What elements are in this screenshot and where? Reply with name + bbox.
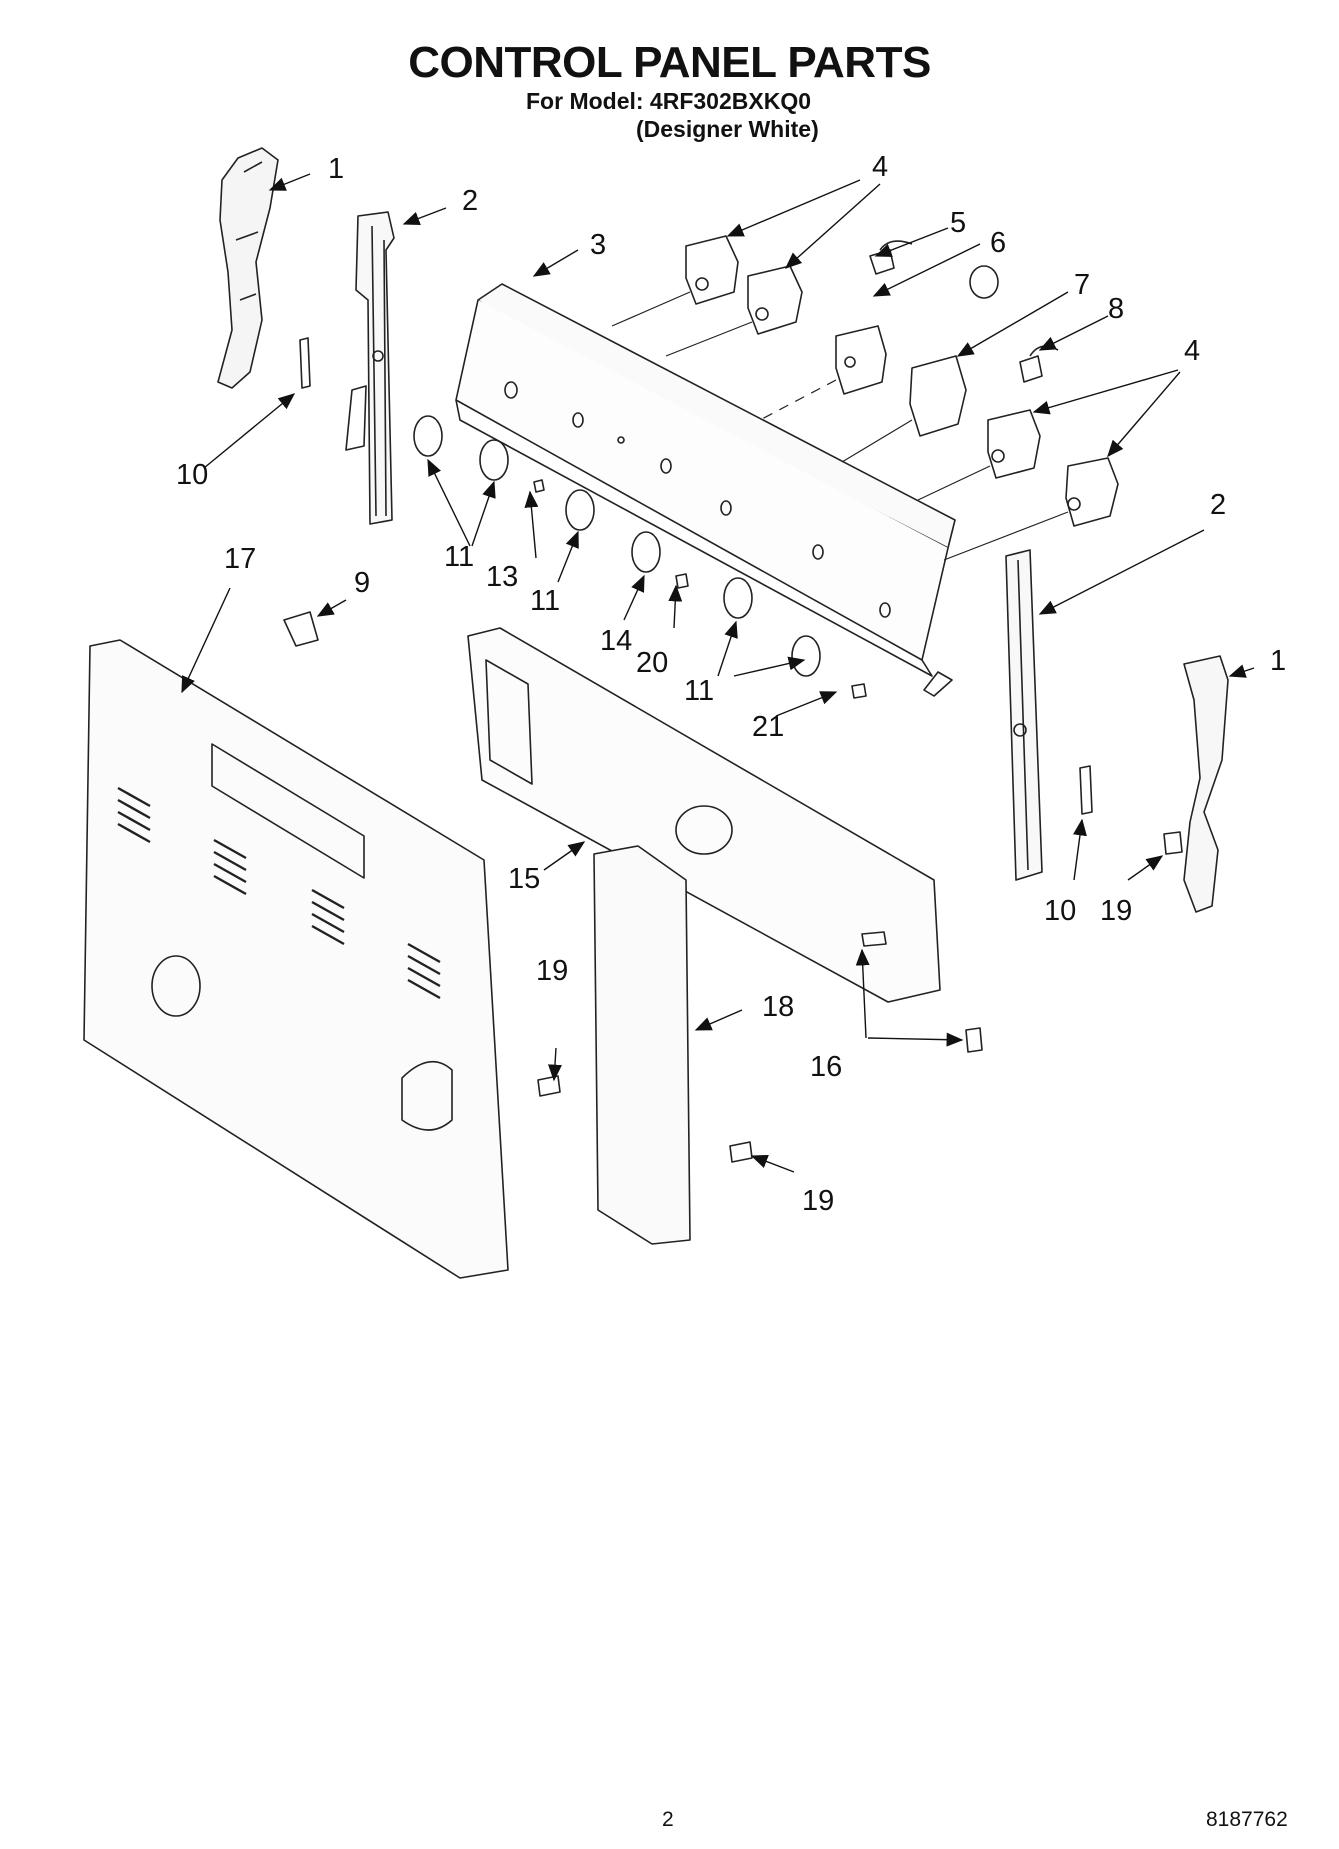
model-number: For Model: 4RF302BXKQ0 (526, 88, 811, 114)
switch-6 (835, 325, 887, 395)
screw-16b (965, 1027, 983, 1053)
callout-11: 11 (684, 675, 714, 707)
page-number: 2 (662, 1808, 674, 1831)
side-bracket-right (1005, 549, 1043, 881)
screw-19a (537, 1075, 561, 1097)
callout-19: 19 (536, 955, 568, 987)
callout-8: 8 (1108, 293, 1124, 325)
clip-left (299, 337, 311, 389)
callout-13: 13 (486, 561, 518, 593)
callout-20: 20 (636, 647, 668, 679)
callout-2: 2 (462, 185, 478, 217)
control-panel-console (455, 283, 956, 697)
page-title: CONTROL PANEL PARTS (408, 38, 931, 87)
screw-16a (861, 931, 887, 947)
callout-14: 14 (600, 625, 632, 657)
callout-11: 11 (444, 541, 474, 573)
callout-18: 18 (762, 991, 794, 1023)
callout-16: 16 (810, 1051, 842, 1083)
callout-1: 1 (328, 153, 344, 185)
callout-15: 15 (508, 863, 540, 895)
console-holes (504, 381, 891, 618)
switch-4b (747, 265, 803, 335)
callout-4: 4 (1184, 335, 1200, 367)
callout-17: 17 (224, 543, 256, 575)
callout-11: 11 (530, 585, 560, 617)
clip-right (1079, 765, 1093, 815)
callout-6: 6 (990, 227, 1006, 259)
callout-5: 5 (950, 207, 966, 239)
timer-7 (909, 265, 999, 437)
knobs (413, 415, 821, 677)
callout-1: 1 (1270, 645, 1286, 677)
rear-shield (467, 627, 941, 1003)
end-cap-left (217, 147, 279, 389)
signal-light-8 (1019, 345, 1059, 383)
side-bracket-left (345, 211, 395, 525)
callout-10: 10 (1044, 895, 1076, 927)
callout-7: 7 (1074, 269, 1090, 301)
callout-4: 4 (872, 151, 888, 183)
callout-3: 3 (590, 229, 606, 261)
screw-19c (1163, 831, 1183, 855)
callout-9: 9 (354, 567, 370, 599)
screw-19b (729, 1141, 753, 1163)
switch-4c (987, 409, 1041, 479)
document-number: 8187762 (1206, 1808, 1288, 1831)
signal-light-5 (869, 240, 913, 275)
rear-panel (83, 639, 509, 1279)
end-cap-right (1183, 655, 1229, 913)
wire-cover-18 (593, 845, 691, 1245)
switch-4a (685, 235, 739, 305)
screws (533, 479, 867, 699)
callout-19: 19 (1100, 895, 1132, 927)
callout-10: 10 (176, 459, 208, 491)
model-variant: (Designer White) (636, 116, 819, 142)
switch-4d (1065, 457, 1119, 527)
callout-2: 2 (1210, 489, 1226, 521)
callout-labels: 1 2 3 4 5 6 7 8 4 2 1 9 10 11 13 11 14 2… (176, 151, 1286, 1217)
clip-9 (283, 611, 319, 647)
callout-21: 21 (752, 711, 784, 743)
callout-19: 19 (802, 1185, 834, 1217)
